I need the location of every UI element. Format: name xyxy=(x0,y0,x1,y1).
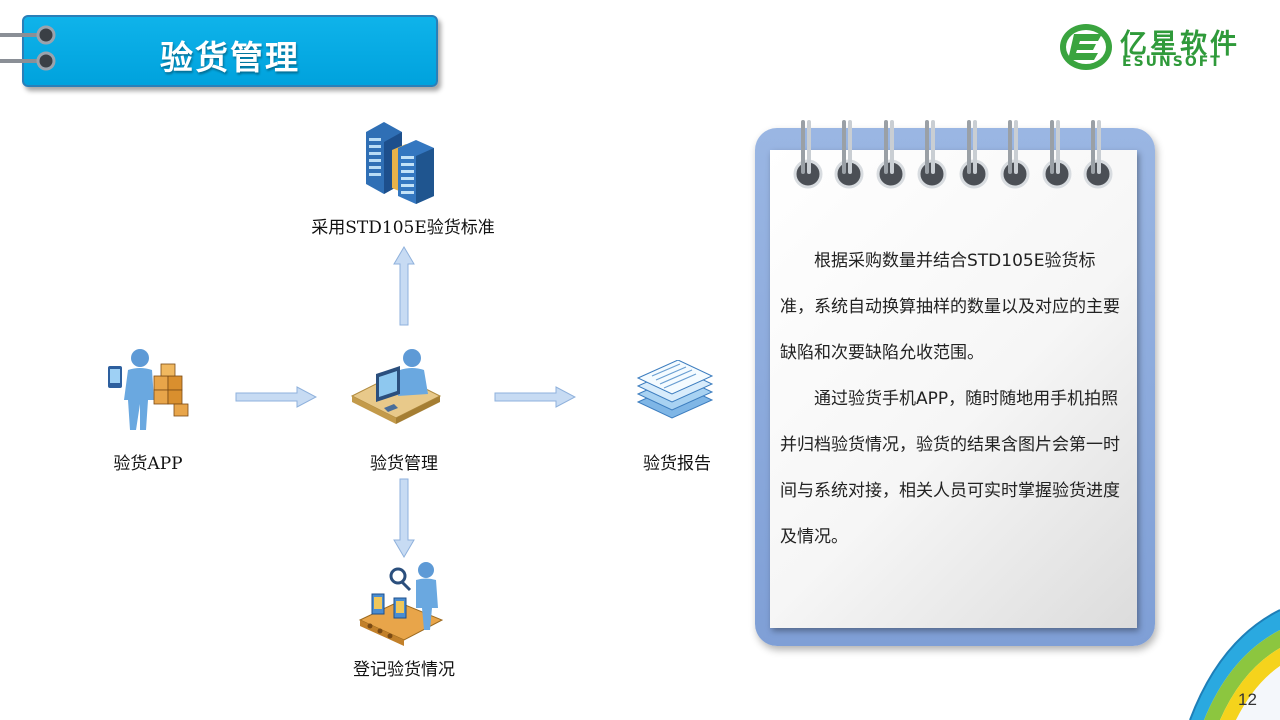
arrow-right-management-to-report xyxy=(494,386,576,408)
arrow-down xyxy=(393,478,415,558)
esunsoft-logo-icon xyxy=(1060,24,1112,70)
node-label-record: 登记验货情况 xyxy=(353,660,455,680)
title-banner: 验货管理 xyxy=(22,15,438,87)
document-stack-icon xyxy=(636,360,714,419)
worker-with-phone-icon xyxy=(108,349,189,430)
note-paragraph-1: 根据采购数量并结合STD105E验货标准，系统自动换算抽样的数量以及对应的主要缺… xyxy=(780,251,1120,363)
node-label-app: 验货APP xyxy=(113,454,183,474)
company-logo: 亿星软件 ESUNSOFT xyxy=(1058,20,1263,74)
node-label-management: 验货管理 xyxy=(370,454,438,474)
page-number: 12 xyxy=(1238,690,1257,709)
notepad-paper xyxy=(770,150,1137,628)
computer-workstation-icon xyxy=(350,349,442,424)
note-paragraph-2: 通过验货手机APP，随时随地用手机拍照并归档验货情况，验货的结果含图片会第一时间… xyxy=(780,389,1120,547)
inspection-conveyor-icon xyxy=(358,562,444,646)
node-label-standard: 采用STD105E验货标准 xyxy=(311,218,495,238)
page-title: 验货管理 xyxy=(160,38,300,77)
logo-chinese-name: 亿星软件 xyxy=(1120,29,1240,60)
node-label-report: 验货报告 xyxy=(643,454,711,474)
binder-ring-icon xyxy=(0,25,56,71)
corner-swoosh-icon xyxy=(1189,609,1280,720)
server-icon xyxy=(366,122,434,204)
arrow-up xyxy=(393,246,415,326)
spiral-binding-icon xyxy=(793,120,1113,189)
arrow-right-app-to-management xyxy=(235,386,317,408)
notepad-text: 根据采购数量并结合STD105E验货标准，系统自动换算抽样的数量以及对应的主要缺… xyxy=(780,238,1126,560)
logo-english-name: ESUNSOFT xyxy=(1122,54,1222,70)
